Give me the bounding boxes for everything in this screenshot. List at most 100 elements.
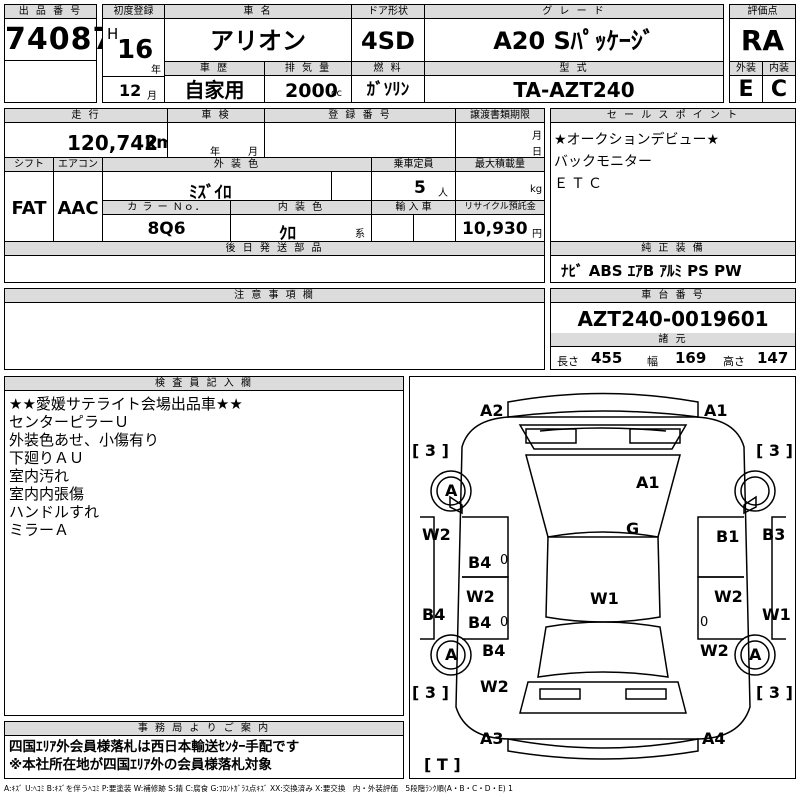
- capacity: 5: [414, 178, 426, 198]
- equipment: ﾅﾋﾞ ABS ｴｱB ｱﾙﾐ PS PW: [561, 262, 742, 280]
- transfer-day-unit: 日: [532, 147, 542, 158]
- mark-tire-3-fr: [ 3 ]: [756, 441, 793, 460]
- transfer-box: 譲渡書類期限 月 日: [455, 108, 545, 158]
- mark-w2-door: W2: [466, 587, 495, 606]
- int-grade: C: [770, 77, 788, 102]
- height-label: 高さ: [723, 355, 745, 368]
- history-label: 車 歴: [165, 62, 264, 76]
- recycle-fee: 10,930: [462, 219, 528, 239]
- model-label: 型 式: [425, 62, 723, 76]
- mark-roof-g: G: [626, 519, 640, 538]
- mark-tire-a-rl: A: [445, 645, 458, 664]
- kg-unit: kg: [530, 184, 543, 195]
- mark-tail-t: [ T ]: [424, 755, 461, 774]
- inspection-year-unit: 年: [210, 147, 220, 158]
- color-no-box: カ ラ ー Ｎｏ． 8Q6: [102, 200, 231, 242]
- ext-color-label: 外 装 色: [103, 158, 371, 172]
- displacement: 2000: [285, 80, 338, 102]
- inspection-label: 車 検: [168, 109, 264, 123]
- aircon-box: エアコン AAC: [53, 157, 103, 242]
- sales-points-label: セ ー ル ス ポ イ ン ト: [551, 109, 795, 123]
- divider: [103, 76, 164, 77]
- int-grade-label: 内装: [763, 62, 795, 76]
- lot-number-box: 出 品 番 号 74087: [4, 4, 113, 61]
- displacement-label: 排 気 量: [265, 62, 351, 76]
- mark-zero: 0: [500, 615, 509, 630]
- height: 147: [757, 349, 789, 367]
- lot-number-blank: [4, 60, 97, 103]
- specs-label: 諸 元: [551, 333, 795, 347]
- grade: A20 Sﾊﾟｯｹｰｼﾞ: [493, 27, 655, 55]
- sales-points-list: ★オークションデビュー★ バックモニター ＥＴＣ: [554, 129, 719, 195]
- ext-grade-label: 外装: [730, 62, 762, 76]
- inspector-box: 検 査 員 記 入 欄 ★★愛媛サテライト会場出品車★★ センターピラーＵ 外装…: [4, 376, 404, 716]
- capacity-box: 乗車定員 5 人: [371, 157, 456, 201]
- year-unit: 年: [151, 65, 161, 76]
- width-label: 幅: [647, 355, 658, 368]
- transfer-month-unit: 月: [532, 131, 542, 142]
- mark-a3-rear: A3: [480, 729, 504, 748]
- mark-a4-rear: A4: [702, 729, 726, 748]
- mark-zero: 0: [500, 553, 509, 568]
- mark-zero: 0: [700, 615, 709, 630]
- inspector-line: 室内内張傷: [9, 485, 85, 503]
- inspector-line: 下廻りＡＵ: [9, 449, 85, 467]
- fuel-box: 燃 料 ｶﾞｿﾘﾝ: [351, 61, 425, 103]
- import-label: 輸 入 車: [372, 201, 455, 215]
- int-color-label: 内 装 色: [231, 201, 371, 215]
- mark-tire-3-rl: [ 3 ]: [412, 683, 449, 702]
- model-box: 型 式 TA-AZT240: [424, 61, 724, 103]
- inspector-label: 検 査 員 記 入 欄: [5, 377, 403, 391]
- mark-b4-left: B4: [422, 605, 446, 624]
- int-grade-box: 内装 C: [762, 61, 796, 103]
- inspector-line: センターピラーＵ: [9, 413, 130, 431]
- inspector-line: ハンドルすれ: [9, 503, 100, 521]
- score-label: 評価点: [730, 5, 795, 19]
- office-list: 四国ｴﾘｱ外会員様落札は西日本輸送ｾﾝﾀｰ手配です ※本社所在地が四国ｴﾘｱ外の…: [9, 738, 299, 774]
- km-unit: km: [145, 133, 175, 153]
- ext-grade-box: 外装 E: [729, 61, 763, 103]
- capacity-unit: 人: [438, 188, 448, 199]
- divider: [413, 215, 414, 242]
- length: 455: [591, 349, 623, 367]
- office-line: ※本社所在地が四国ｴﾘｱ外の会員様落札対象: [9, 757, 272, 773]
- door-shape: 4SD: [361, 27, 415, 55]
- history: 自家用: [184, 78, 245, 102]
- int-color: ｸﾛ: [279, 224, 296, 244]
- max-load-label: 最大積載量: [456, 158, 544, 172]
- mark-a2-front: A2: [480, 401, 504, 420]
- sales-point-line: ★オークションデビュー★: [554, 132, 720, 148]
- mark-b4-front-door: B4: [468, 553, 492, 572]
- office-label: 事 務 局 よ り ご 案 内: [5, 722, 403, 736]
- mark-tire-a-rr: A: [749, 645, 762, 664]
- mark-b4-rear: B4: [482, 641, 506, 660]
- office-line: 四国ｴﾘｱ外会員様落札は西日本輸送ｾﾝﾀｰ手配です: [9, 739, 300, 755]
- door-box: ドア形状 4SD: [351, 4, 425, 62]
- later-parts-box: 後 日 発 送 部 品: [4, 241, 545, 283]
- mark-hood-a1: A1: [636, 473, 660, 492]
- inspector-line: ★★愛媛サテライト会場出品車★★: [9, 395, 243, 413]
- score-box: 評価点 RA: [729, 4, 796, 62]
- mark-tire-3-fl: [ 3 ]: [412, 441, 449, 460]
- mileage: 120,742: [67, 131, 159, 155]
- color-no-label: カ ラ ー Ｎｏ．: [103, 201, 230, 215]
- door-label: ドア形状: [352, 5, 424, 19]
- era: H: [107, 25, 119, 43]
- transfer-label: 譲渡書類期限: [456, 109, 544, 123]
- history-box: 車 歴 自家用: [164, 61, 265, 103]
- mark-a1-front: A1: [704, 401, 728, 420]
- mark-w2-right-door: W2: [714, 587, 743, 606]
- mark-w2-left: W2: [422, 525, 451, 544]
- first-reg-month: 12: [119, 81, 142, 100]
- capacity-label: 乗車定員: [372, 158, 455, 172]
- sales-point-line: ＥＴＣ: [554, 176, 605, 192]
- car-diagram: [420, 392, 786, 760]
- import-box: 輸 入 車: [371, 200, 456, 242]
- month-unit: 月: [147, 91, 157, 102]
- mark-tire-3-rr: [ 3 ]: [756, 683, 793, 702]
- recycle-label: リサイクル預託金: [456, 201, 544, 215]
- shift: FAT: [11, 198, 47, 219]
- mileage-label: 走 行: [5, 109, 167, 123]
- first-reg-label: 初度登録: [103, 5, 164, 19]
- cc-unit: cc: [331, 88, 342, 99]
